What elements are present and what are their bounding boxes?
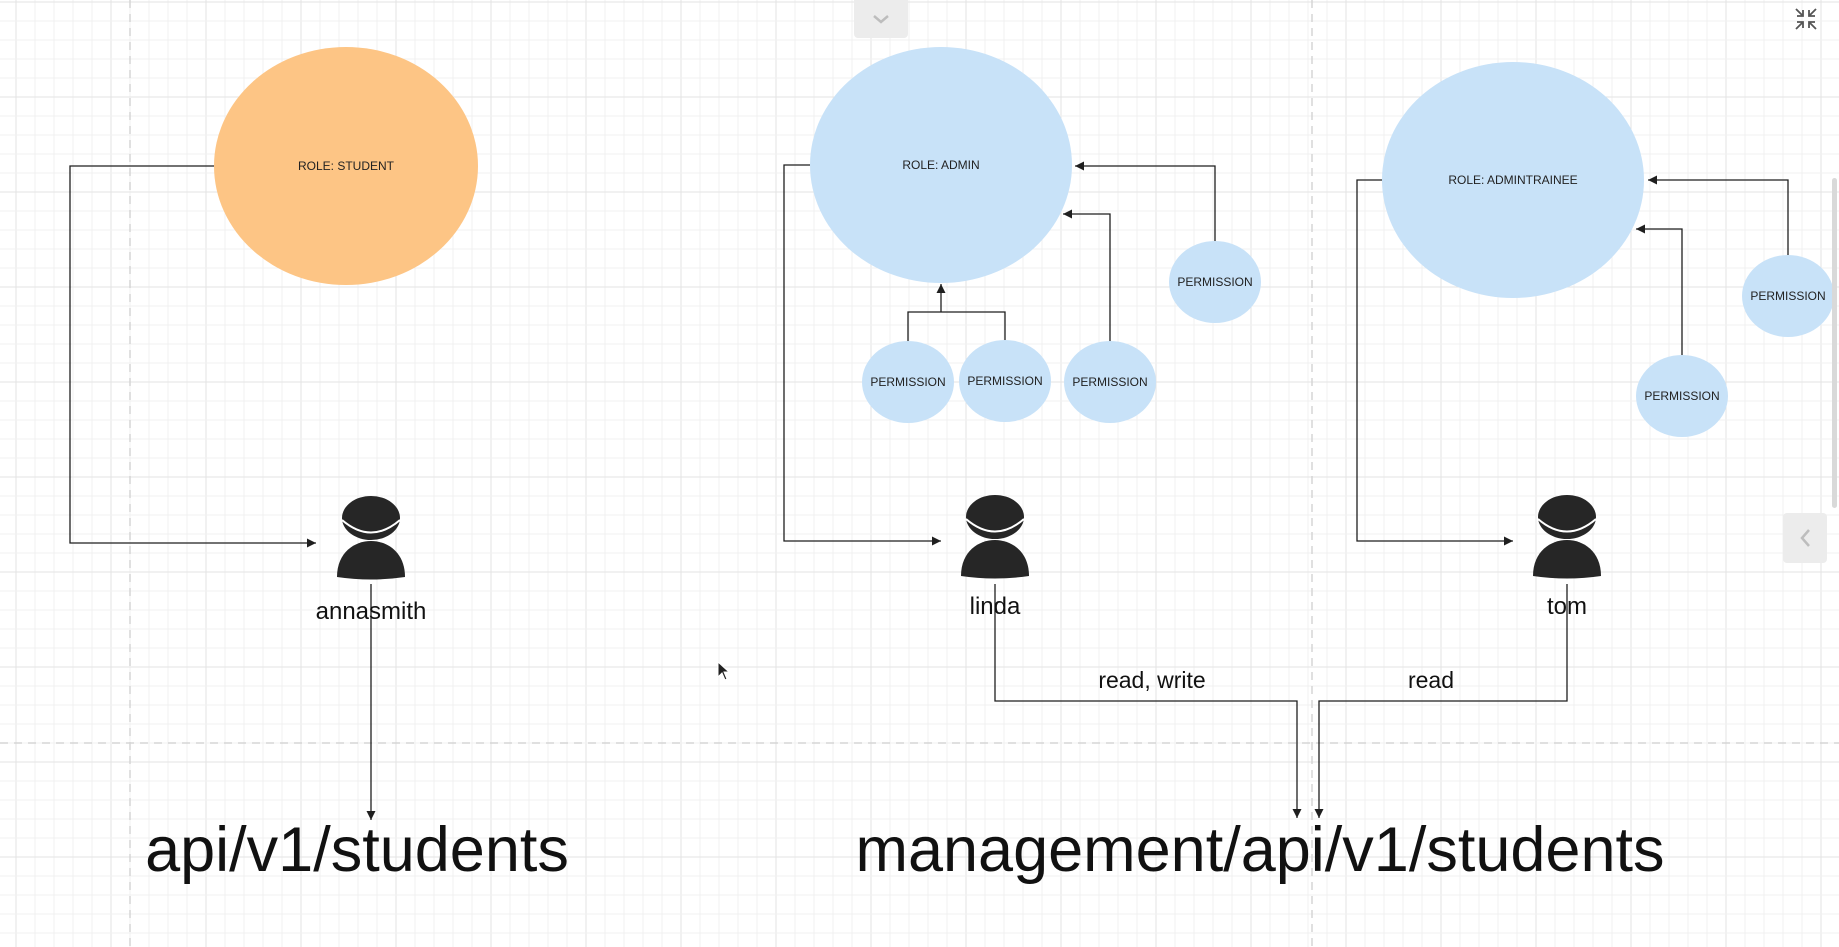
edge-label-tom-access[interactable]: read [1408,667,1454,693]
connector-permission-3-to-admin[interactable] [1063,209,1111,343]
fullscreen-exit-icon [1795,8,1817,30]
user-tom-node[interactable]: tom [1533,495,1601,620]
collapse-toolbar-button[interactable] [854,0,908,38]
user-linda-label: linda [970,593,1021,620]
user-linda-node[interactable]: linda [961,495,1029,620]
person-icon [337,496,405,580]
connector-permission-5-to-admintrainee[interactable] [1636,224,1683,357]
role-admin-shape[interactable] [810,47,1072,283]
connector-admin-role-to-linda[interactable] [783,164,941,546]
role-student-shape[interactable] [214,47,478,285]
permission-node-5[interactable]: PERMISSION [1636,355,1728,437]
permission-node-label: PERMISSION [1177,275,1252,289]
person-icon [1533,495,1601,579]
user-annasmith-label: annasmith [316,598,427,625]
permission-nodes: PERMISSION PERMISSION PERMISSION PERMISS… [862,241,1834,437]
endpoint-public-label[interactable]: api/v1/students [145,815,569,885]
permission-node-shape[interactable] [959,340,1051,422]
connector-admintrainee-role-to-tom[interactable] [1356,179,1513,546]
edge-label-linda-access[interactable]: read, write [1098,667,1205,693]
permission-node-1[interactable]: PERMISSION [862,341,954,423]
person-icon [961,495,1029,579]
user-tom-label: tom [1547,593,1587,620]
chevron-down-icon [873,15,889,24]
permission-node-label: PERMISSION [967,374,1042,388]
role-admintrainee-node[interactable]: ROLE: ADMINTRAINEE [1382,62,1644,298]
permission-node-shape[interactable] [1169,241,1261,323]
role-student-label: ROLE: STUDENT [298,159,395,173]
chevron-left-icon [1800,529,1810,547]
connector-linda-to-management-endpoint[interactable] [994,584,1302,818]
user-annasmith-node[interactable]: annasmith [316,496,427,625]
permission-node-shape[interactable] [1064,341,1156,423]
role-admintrainee-label: ROLE: ADMINTRAINEE [1448,173,1577,187]
permission-node-label: PERMISSION [1072,375,1147,389]
connector-tom-to-management-endpoint[interactable] [1314,584,1568,818]
permission-node-4[interactable]: PERMISSION [1169,241,1261,323]
vertical-scrollbar[interactable] [1832,178,1837,508]
connector-student-role-to-annasmith[interactable] [69,165,316,548]
connector-permission-4-to-admin[interactable] [1075,161,1216,242]
role-student-node[interactable]: ROLE: STUDENT [214,47,478,285]
mouse-pointer-icon [717,661,731,681]
role-admintrainee-shape[interactable] [1382,62,1644,298]
connectors [69,161,1789,820]
permission-node-label: PERMISSION [870,375,945,389]
permission-node-shape[interactable] [1742,255,1834,337]
connector-permissions-to-admin[interactable] [907,311,1006,342]
connector-permission-6-to-admintrainee[interactable] [1648,175,1789,257]
permission-node-3[interactable]: PERMISSION [1064,341,1156,423]
endpoint-management-label[interactable]: management/api/v1/students [855,815,1664,885]
role-admin-node[interactable]: ROLE: ADMIN [810,47,1072,283]
role-admin-label: ROLE: ADMIN [902,158,979,172]
permission-node-label: PERMISSION [1644,389,1719,403]
permission-node-shape[interactable] [862,341,954,423]
permission-node-label: PERMISSION [1750,289,1825,303]
collapse-side-panel-button[interactable] [1783,513,1827,563]
permission-node-6[interactable]: PERMISSION [1742,255,1834,337]
permission-node-shape[interactable] [1636,355,1728,437]
fullscreen-exit-button[interactable] [1793,6,1819,32]
permission-node-2[interactable]: PERMISSION [959,340,1051,422]
